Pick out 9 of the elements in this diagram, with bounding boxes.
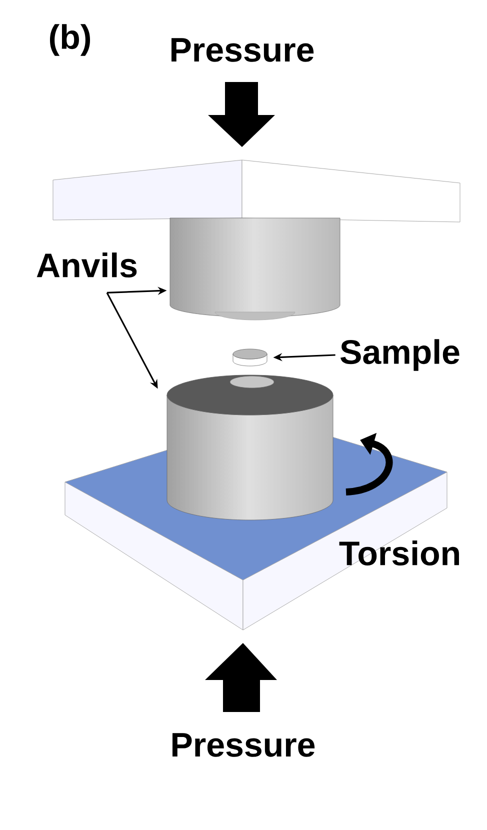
anvil-drawing xyxy=(166,374,334,520)
pressure-label: Pressure xyxy=(172,38,314,62)
pressure-label: Pressure xyxy=(172,733,315,757)
panel-label: (b) xyxy=(50,24,90,56)
sample-label: Sample xyxy=(340,339,460,371)
sample-disk xyxy=(232,348,268,366)
anvils-label: Anvils xyxy=(36,252,137,278)
anvil-drawing xyxy=(170,218,340,320)
torsion-label: Torsion xyxy=(339,540,459,566)
